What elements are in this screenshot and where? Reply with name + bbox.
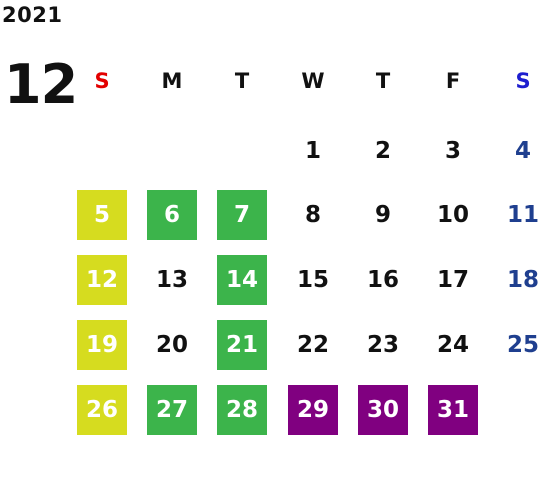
- day-cell-6[interactable]: 6: [147, 190, 197, 240]
- day-cell-11[interactable]: 11: [506, 202, 539, 228]
- day-cell-8[interactable]: 8: [304, 202, 321, 228]
- day-cell-19[interactable]: 19: [77, 320, 127, 370]
- day-cell-18[interactable]: 18: [506, 267, 539, 293]
- day-cell-15[interactable]: 15: [296, 267, 329, 293]
- day-cell-30[interactable]: 30: [358, 385, 408, 435]
- day-cell-14[interactable]: 14: [217, 255, 267, 305]
- day-cell-23[interactable]: 23: [366, 332, 399, 358]
- day-cell-27[interactable]: 27: [147, 385, 197, 435]
- weekday-tue: T: [234, 69, 250, 93]
- weekday-fri: F: [445, 69, 461, 93]
- day-cell-10[interactable]: 10: [436, 202, 469, 228]
- day-cell-17[interactable]: 17: [436, 267, 469, 293]
- day-cell-29[interactable]: 29: [288, 385, 338, 435]
- day-cell-22[interactable]: 22: [296, 332, 329, 358]
- day-cell-20[interactable]: 20: [155, 332, 188, 358]
- weekday-sun: S: [94, 69, 110, 93]
- day-cell-21[interactable]: 21: [217, 320, 267, 370]
- month-label: 12: [4, 53, 78, 116]
- day-cell-7[interactable]: 7: [217, 190, 267, 240]
- weekday-sat: S: [515, 69, 531, 93]
- year-label: 2021: [2, 3, 63, 27]
- day-cell-31[interactable]: 31: [428, 385, 478, 435]
- day-cell-1[interactable]: 1: [304, 138, 321, 164]
- day-cell-13[interactable]: 13: [155, 267, 188, 293]
- day-cell-28[interactable]: 28: [217, 385, 267, 435]
- day-cell-12[interactable]: 12: [77, 255, 127, 305]
- weekday-mon: M: [161, 69, 183, 93]
- day-cell-9[interactable]: 9: [374, 202, 391, 228]
- day-cell-25[interactable]: 25: [506, 332, 539, 358]
- day-cell-3[interactable]: 3: [444, 138, 461, 164]
- day-cell-2[interactable]: 2: [374, 138, 391, 164]
- weekday-thu: T: [375, 69, 391, 93]
- day-cell-26[interactable]: 26: [77, 385, 127, 435]
- day-cell-4[interactable]: 4: [514, 138, 531, 164]
- day-cell-5[interactable]: 5: [77, 190, 127, 240]
- day-cell-24[interactable]: 24: [436, 332, 469, 358]
- weekday-wed: W: [301, 69, 325, 93]
- day-cell-16[interactable]: 16: [366, 267, 399, 293]
